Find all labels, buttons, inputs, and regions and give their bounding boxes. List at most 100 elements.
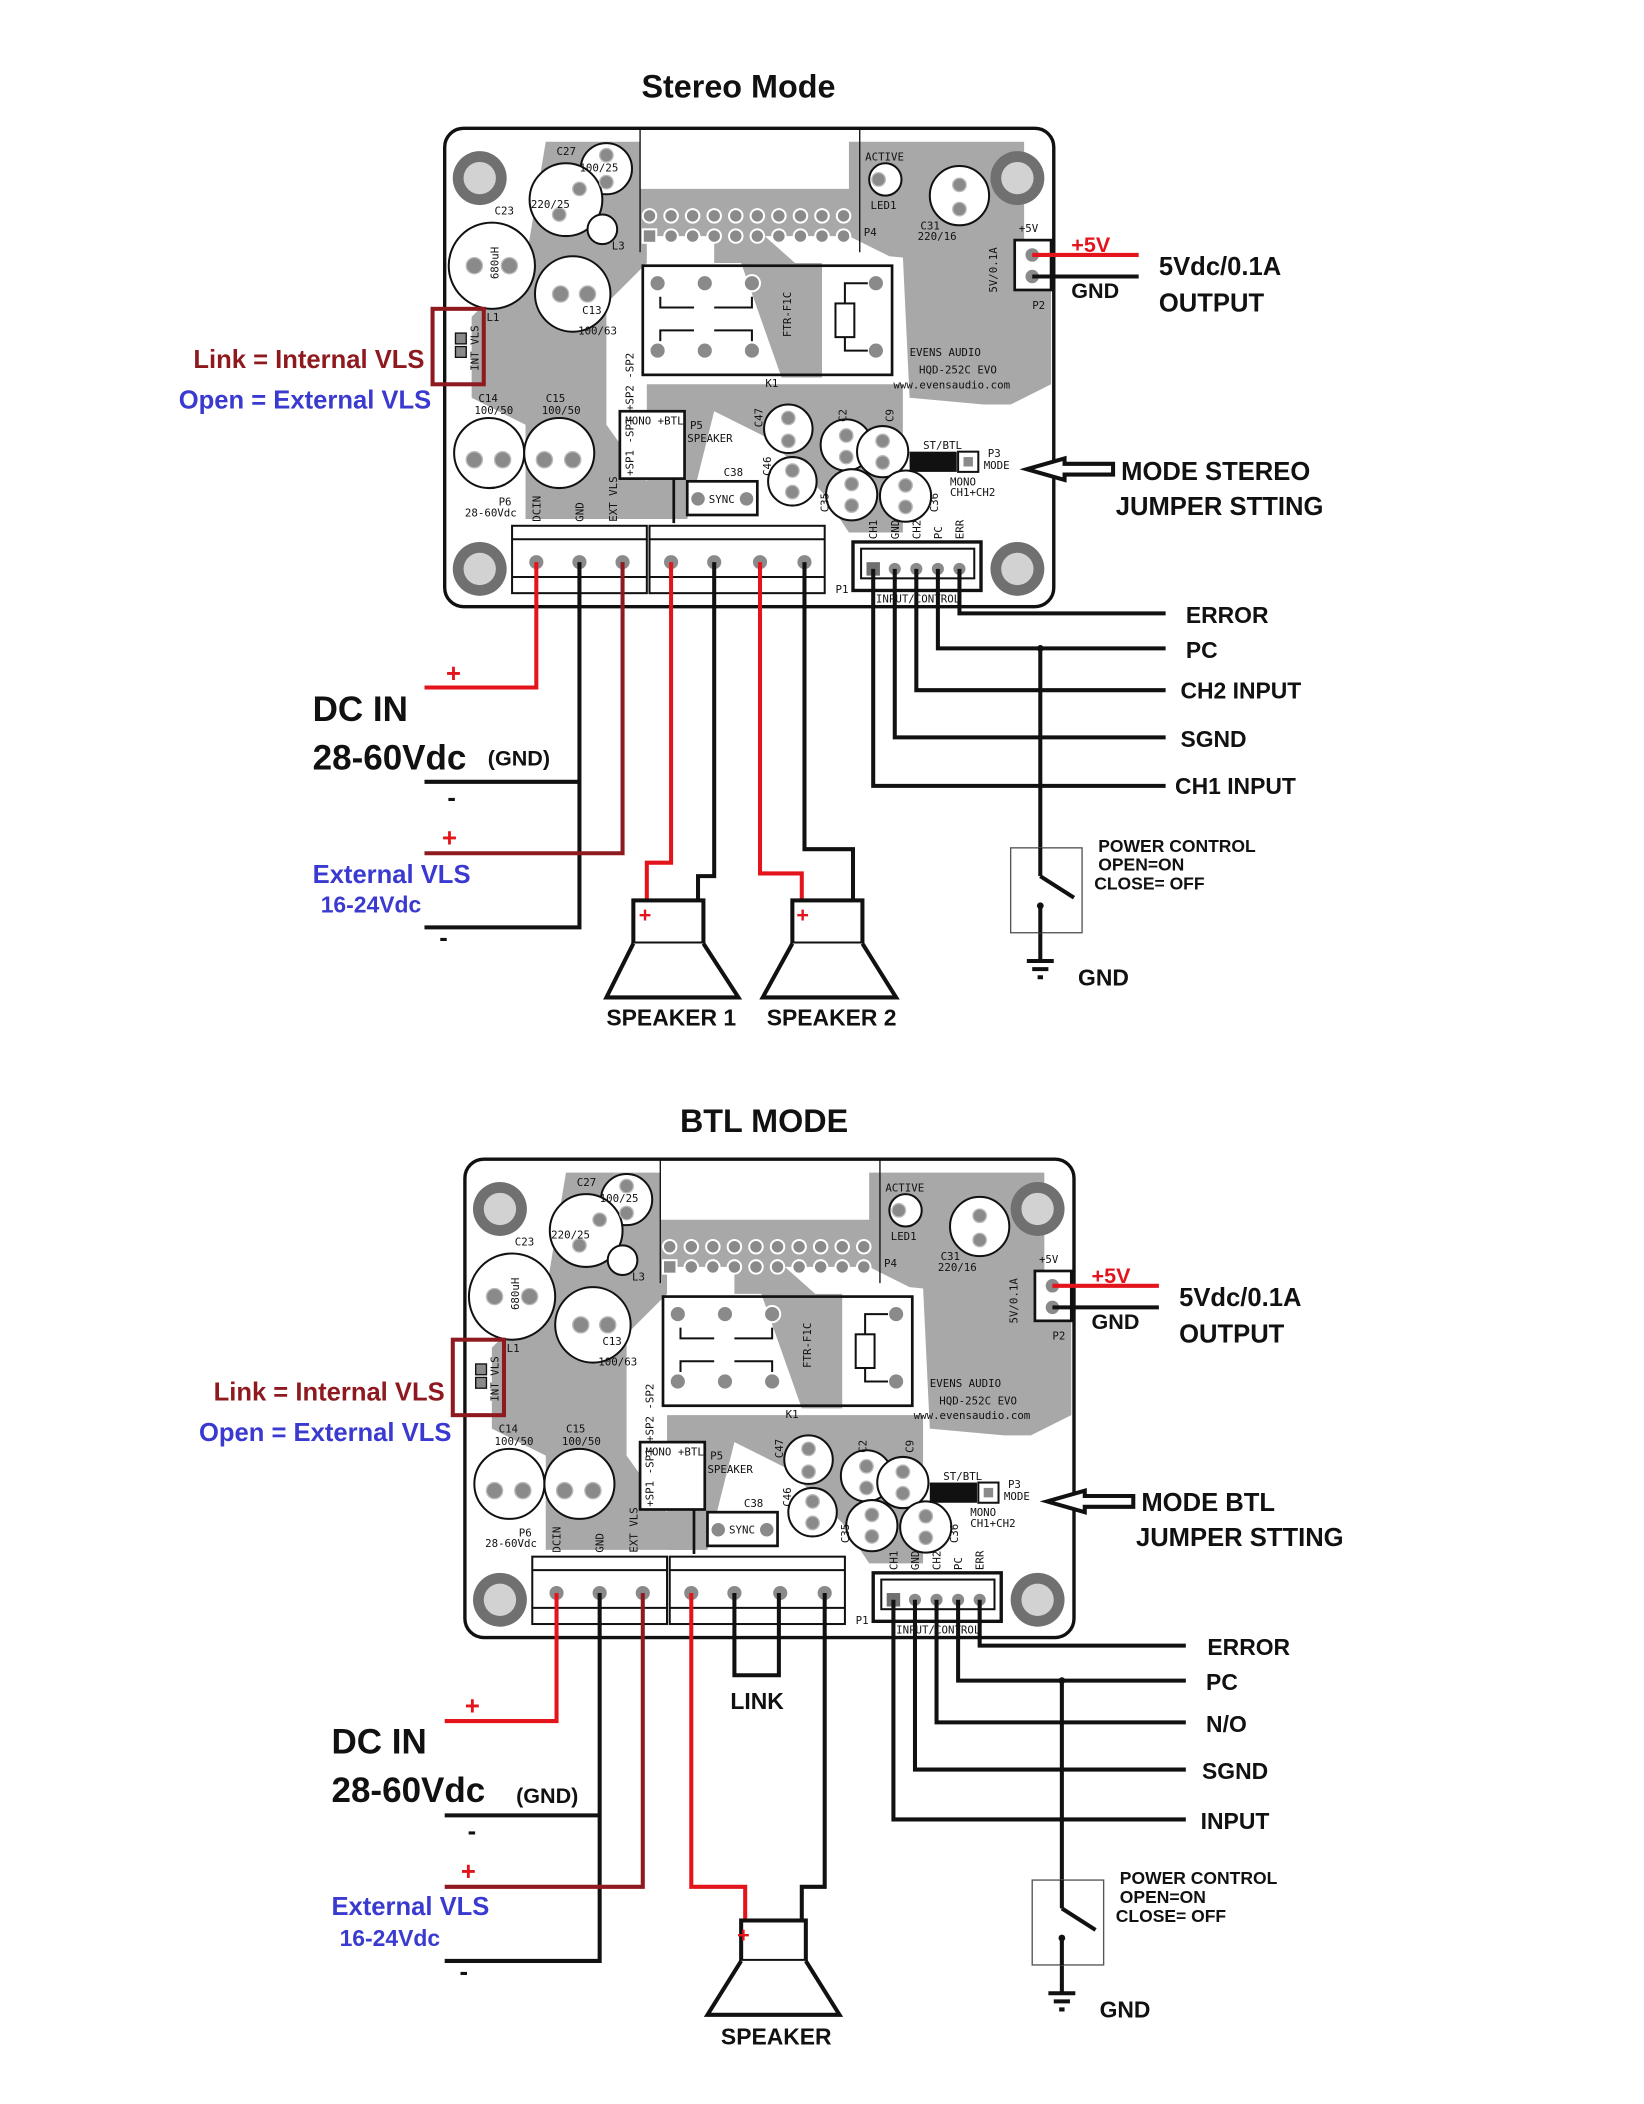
wire-label-ch1: CH1 INPUT	[1175, 773, 1296, 799]
ext-vls-range: 16-24Vdc	[321, 892, 422, 918]
silk-c27-value: 100/25	[579, 161, 618, 174]
silk-p6-value: 28-60Vdc	[465, 506, 517, 519]
gnd-out-label: GND	[1092, 1309, 1140, 1334]
power-control-close: CLOSE= OFF	[1094, 874, 1205, 894]
btl-title: BTL MODE	[680, 1103, 848, 1139]
stereo-section: Stereo Mode	[179, 68, 1324, 1030]
dc-in-label: DC IN	[331, 1722, 426, 1761]
int-vls-highlight	[450, 1337, 507, 1418]
silk-sp-pins: +SP1 -SP1 +SP2 -SP2	[623, 353, 636, 476]
gnd-label: GND	[1100, 1997, 1151, 2023]
power-control-title: POWER CONTROL	[1120, 1868, 1278, 1888]
vls-plus: +	[461, 1858, 476, 1886]
arrow-icon	[1019, 455, 1116, 483]
ext-vls-range: 16-24Vdc	[340, 1925, 441, 1951]
link-label: Link = Internal VLS	[193, 346, 424, 374]
silk-k1: K1	[765, 377, 778, 390]
output-spec: 5Vdc/0.1A	[1159, 253, 1281, 281]
silk-relay: FTR-F1C	[781, 292, 794, 337]
silk-c46: C46	[761, 456, 774, 475]
silk-ext-vls: EXT VLS	[607, 476, 620, 521]
silk-gnd: GND	[573, 502, 586, 521]
silk-l1: L1	[486, 311, 499, 324]
int-vls-highlight	[430, 306, 486, 387]
speaker-plus: +	[737, 1922, 750, 1947]
gnd-label: GND	[1078, 964, 1129, 990]
btl-section: BTL MODE Link = Internal VLS Open = Exte…	[199, 1103, 1344, 2049]
silk-p5: P5	[690, 419, 703, 432]
silk-c27: C27	[557, 145, 576, 158]
pcb-board: C27 100/25 C23 220/25 680uH L1 L3 C13 10…	[443, 126, 1056, 609]
silk-c14-value: 100/50	[474, 404, 513, 417]
silk-c23: C23	[495, 205, 514, 218]
silk-p1-err: ERR	[953, 519, 966, 539]
silk-c14: C14	[478, 392, 497, 405]
speaker-1-label: SPEAKER 1	[606, 1005, 736, 1031]
silk-c47: C47	[753, 408, 766, 427]
dc-plus: +	[465, 1692, 480, 1720]
wire-label-pc: PC	[1186, 637, 1218, 663]
btl-pcb	[463, 1157, 1076, 1640]
silk-p2: P2	[1032, 299, 1045, 312]
open-label: Open = External VLS	[199, 1419, 451, 1447]
silk-p3: P3	[988, 447, 1001, 460]
vls-minus: -	[460, 1958, 469, 1986]
silk-active: ACTIVE	[865, 151, 904, 164]
silk-led1: LED1	[871, 199, 897, 212]
silk-c9: C9	[883, 409, 896, 422]
dc-minus: -	[468, 1818, 477, 1846]
gnd-out-label: GND	[1071, 278, 1119, 303]
stereo-pcb: C27 100/25 C23 220/25 680uH L1 L3 C13 10…	[443, 126, 1056, 609]
silk-p6: P6	[499, 496, 512, 509]
wire-label-ch2: CH2 INPUT	[1180, 677, 1301, 703]
power-control-title: POWER CONTROL	[1098, 836, 1256, 856]
silk-c13-value: 100/63	[578, 324, 617, 337]
dc-plus: +	[446, 660, 461, 688]
ext-vls-label: External VLS	[331, 1893, 489, 1921]
silk-c13: C13	[582, 304, 601, 317]
silk-c31-value: 220/16	[918, 230, 957, 243]
dc-range: 28-60Vdc	[313, 739, 467, 778]
dc-gnd: (GND)	[488, 746, 550, 771]
silk-brand: EVENS AUDIO	[910, 346, 981, 359]
wire-label-error: ERROR	[1207, 1634, 1290, 1660]
silk-p2-plus: +5V	[1019, 222, 1039, 235]
silk-p2-value: 5V/0.1A	[987, 247, 1000, 293]
mode-line1: MODE STEREO	[1121, 458, 1310, 486]
silk-p1: P1	[835, 583, 848, 596]
silk-l3: L3	[612, 240, 625, 253]
output-label: OUTPUT	[1179, 1320, 1285, 1348]
silk-c23-value: 220/25	[531, 198, 570, 211]
link-wire	[732, 1593, 781, 1678]
silk-p1-ch2: CH2	[910, 520, 923, 539]
wire-label-input: INPUT	[1201, 1808, 1270, 1834]
wire-label-no: N/O	[1206, 1711, 1247, 1737]
wire-label-pc: PC	[1206, 1669, 1238, 1695]
silk-p1-gnd: GND	[889, 520, 902, 539]
speaker-label: SPEAKER	[721, 2023, 832, 2049]
silk-model: HQD-252C EVO	[919, 364, 997, 377]
silk-p1-pc: PC	[932, 526, 945, 539]
power-switch	[1009, 847, 1083, 934]
arrow-icon	[1039, 1487, 1136, 1515]
silk-p4: P4	[864, 226, 877, 239]
silk-int-vls: INT VLS	[468, 325, 481, 370]
silk-p5-speaker: SPEAKER	[687, 432, 733, 445]
link-label: Link = Internal VLS	[214, 1378, 445, 1406]
speaker-2-label: SPEAKER 2	[767, 1005, 897, 1031]
speaker-icon	[703, 1918, 844, 2017]
mode-line2: JUMPER STTING	[1136, 1524, 1344, 1552]
plus5v-label: +5V	[1092, 1263, 1132, 1288]
silk-ch1ch2: CH1+CH2	[950, 486, 995, 499]
speaker-1-icon	[603, 898, 743, 1000]
silk-dcin: DCIN	[530, 496, 543, 522]
stereo-title: Stereo Mode	[641, 68, 835, 104]
silk-c15-value: 100/50	[542, 404, 581, 417]
silk-url: www.evensaudio.com	[893, 378, 1010, 391]
speaker-2-icon	[759, 898, 900, 1000]
power-switch	[1031, 1879, 1105, 1966]
silk-mono: MONO	[950, 475, 976, 488]
silk-c36: C36	[928, 493, 941, 512]
silk-c38: C38	[724, 466, 743, 479]
